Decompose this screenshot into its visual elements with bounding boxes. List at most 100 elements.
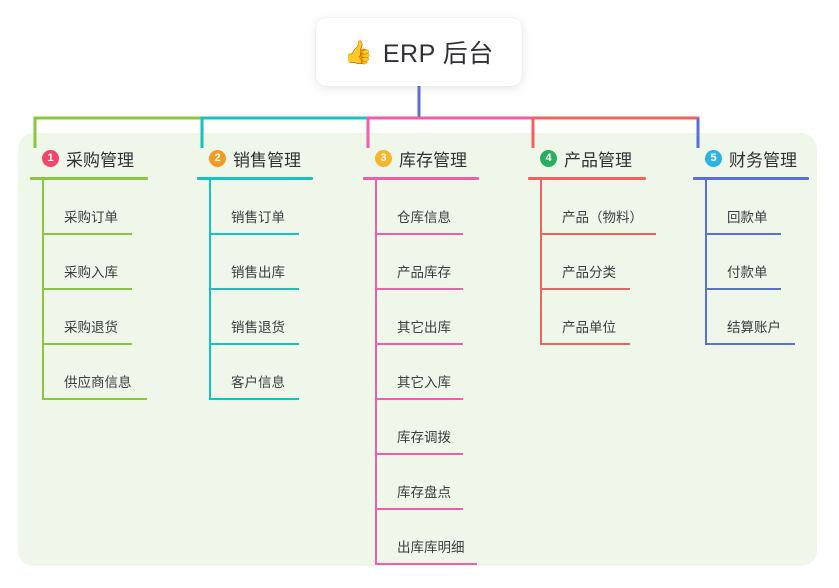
leaf-label: 采购退货 (64, 320, 118, 335)
leaf-underline (42, 343, 132, 345)
leaf-node[interactable]: 回款单 (705, 180, 839, 235)
leaf-label: 出库库明细 (397, 540, 465, 555)
leaf-label: 仓库信息 (397, 210, 451, 225)
leaf-node[interactable]: 产品单位 (540, 290, 688, 345)
leaf-node[interactable]: 销售订单 (209, 180, 347, 235)
leaf-label: 客户信息 (231, 375, 285, 390)
leaf-stem-line (42, 180, 44, 235)
leaf-label: 库存盘点 (397, 485, 451, 500)
leaf-node[interactable]: 采购订单 (42, 180, 180, 235)
branch-underline (693, 177, 809, 180)
branch-title: 产品管理 (564, 150, 632, 170)
leaf-node[interactable]: 销售出库 (209, 235, 347, 290)
leaf-node[interactable]: 付款单 (705, 235, 839, 290)
branch-column-4: 4 产品管理产品（物料）产品分类产品单位 (528, 146, 688, 345)
leaf-stem-line (375, 290, 377, 345)
leaf-underline (375, 233, 463, 235)
branches-background-panel (18, 133, 817, 566)
leaf-node[interactable]: 其它出库 (375, 290, 523, 345)
leaf-stem-line (375, 510, 377, 565)
leaf-underline (540, 288, 630, 290)
leaf-node[interactable]: 库存盘点 (375, 455, 523, 510)
leaf-stem-line (375, 180, 377, 235)
leaf-stem-line (705, 235, 707, 290)
leaf-label: 库存调拨 (397, 430, 451, 445)
leaf-label: 供应商信息 (64, 375, 132, 390)
leaf-node[interactable]: 库存调拨 (375, 400, 523, 455)
branch-leaf-list: 回款单付款单结算账户 (693, 180, 839, 345)
leaf-node[interactable]: 供应商信息 (42, 345, 180, 400)
leaf-underline (209, 233, 299, 235)
leaf-label: 销售订单 (231, 210, 285, 225)
leaf-label: 其它出库 (397, 320, 451, 335)
leaf-stem-line (375, 235, 377, 290)
leaf-stem-line (540, 180, 542, 235)
branch-leaf-list: 产品（物料）产品分类产品单位 (528, 180, 688, 345)
leaf-underline (375, 343, 463, 345)
leaf-underline (540, 343, 630, 345)
leaf-label: 付款单 (727, 265, 768, 280)
leaf-label: 产品单位 (562, 320, 616, 335)
branch-number-badge: 4 (540, 149, 557, 167)
branch-underline (363, 177, 479, 180)
branch-underline (528, 177, 646, 180)
leaf-underline (375, 563, 477, 565)
leaf-stem-line (705, 290, 707, 345)
branch-header-4[interactable]: 4 产品管理 (528, 146, 688, 170)
leaf-underline (375, 288, 463, 290)
leaf-label: 其它入库 (397, 375, 451, 390)
leaf-node[interactable]: 客户信息 (209, 345, 347, 400)
branch-underline (30, 177, 148, 180)
leaf-stem-line (42, 290, 44, 345)
leaf-underline (705, 288, 781, 290)
leaf-stem-line (375, 345, 377, 400)
leaf-node[interactable]: 产品（物料） (540, 180, 688, 235)
root-node-card[interactable]: 👍 ERP 后台 (316, 18, 522, 86)
leaf-stem-line (209, 345, 211, 400)
leaf-underline (540, 233, 656, 235)
leaf-label: 采购入库 (64, 265, 118, 280)
branch-header-3[interactable]: 3 库存管理 (363, 146, 523, 170)
branch-leaf-list: 采购订单采购入库采购退货供应商信息 (30, 180, 180, 400)
leaf-node[interactable]: 采购入库 (42, 235, 180, 290)
leaf-stem-line (540, 290, 542, 345)
leaf-label: 销售出库 (231, 265, 285, 280)
leaf-node[interactable]: 销售退货 (209, 290, 347, 345)
leaf-stem-line (209, 180, 211, 235)
leaf-underline (209, 343, 299, 345)
leaf-stem-line (705, 180, 707, 235)
thumbs-up-emoji: 👍 (344, 38, 373, 65)
leaf-underline (375, 398, 463, 400)
branch-leaf-list: 仓库信息产品库存其它出库其它入库库存调拨库存盘点出库库明细 (363, 180, 523, 565)
leaf-stem-line (42, 345, 44, 400)
leaf-underline (375, 453, 463, 455)
leaf-label: 结算账户 (727, 320, 781, 335)
leaf-underline (42, 288, 132, 290)
leaf-underline (209, 288, 299, 290)
leaf-node[interactable]: 其它入库 (375, 345, 523, 400)
leaf-label: 产品库存 (397, 265, 451, 280)
branch-underline (197, 177, 313, 180)
leaf-underline (705, 343, 795, 345)
leaf-node[interactable]: 产品库存 (375, 235, 523, 290)
leaf-node[interactable]: 仓库信息 (375, 180, 523, 235)
branch-column-3: 3 库存管理仓库信息产品库存其它出库其它入库库存调拨库存盘点出库库明细 (363, 146, 523, 565)
branch-title: 库存管理 (399, 150, 467, 170)
branch-title: 财务管理 (729, 150, 797, 170)
branch-number-badge: 3 (375, 149, 392, 167)
leaf-node[interactable]: 结算账户 (705, 290, 839, 345)
leaf-underline (42, 233, 132, 235)
leaf-stem-line (540, 235, 542, 290)
leaf-node[interactable]: 采购退货 (42, 290, 180, 345)
leaf-stem-line (209, 235, 211, 290)
leaf-node[interactable]: 产品分类 (540, 235, 688, 290)
leaf-node[interactable]: 出库库明细 (375, 510, 523, 565)
